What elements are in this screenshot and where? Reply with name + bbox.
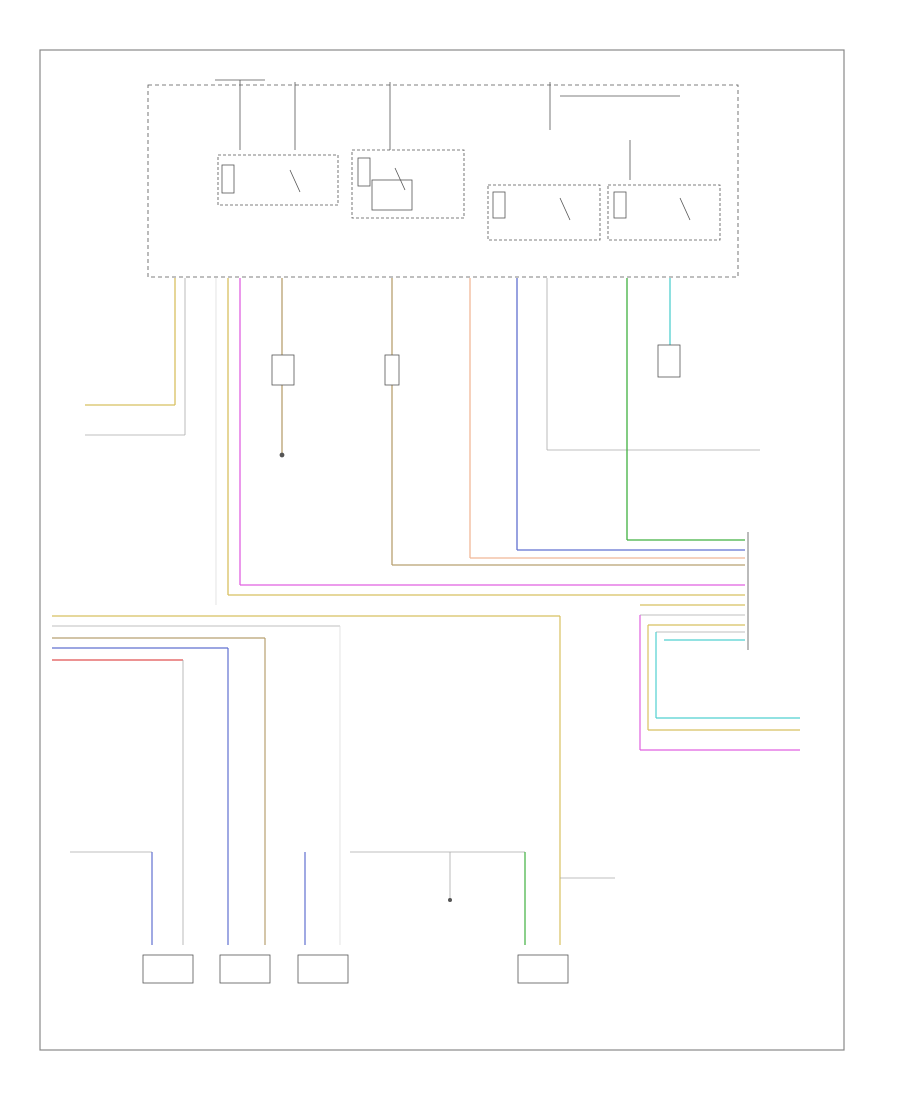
relay-2 [351,149,465,219]
left-bus [52,615,561,945]
bottom-module-1 [142,954,194,984]
fuse-relay-block [147,84,739,278]
right-connector [639,604,800,751]
bottom-module-2 [219,954,271,984]
relay-3 [487,184,601,241]
vertical-wires [85,278,760,605]
relay-1 [217,154,339,206]
fuse-feeds [215,79,680,180]
bottom-module-4 [517,954,569,984]
bottom-module-3 [297,954,349,984]
inline-components [271,344,681,458]
relay-4 [607,184,721,241]
diagram-frame [39,49,845,1051]
lower-wires [70,851,615,945]
